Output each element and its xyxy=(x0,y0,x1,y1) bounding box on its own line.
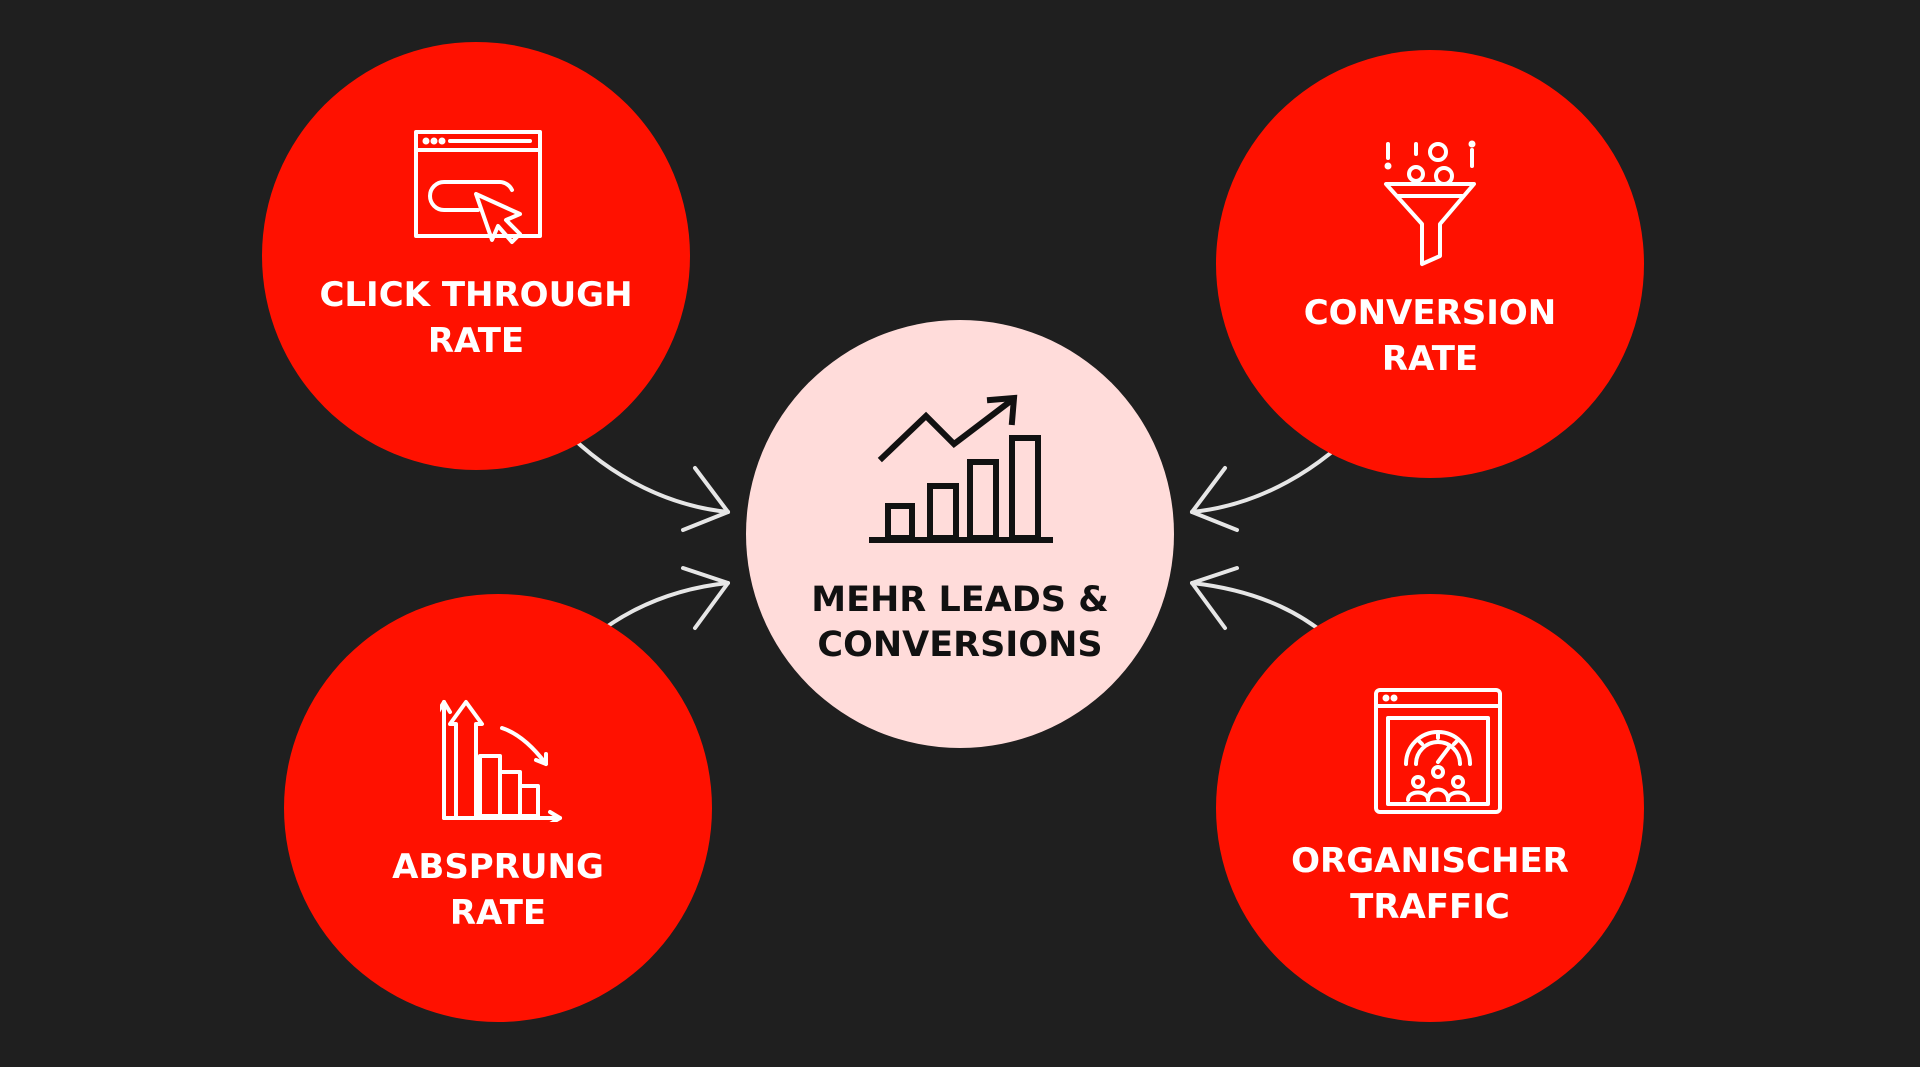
node-center-goal: MEHR LEADS & CONVERSIONS xyxy=(746,320,1174,748)
funnel-icon xyxy=(1382,140,1478,268)
click-through-label-line2: RATE xyxy=(427,321,525,361)
traffic-dashboard-icon xyxy=(1374,688,1502,816)
node-conversion-rate: CONVERSION RATE xyxy=(1216,50,1644,478)
click-through-label-line1: CLICK THROUGH xyxy=(319,275,633,315)
traffic-label-line1: ORGANISCHER xyxy=(1291,841,1569,881)
center-label-line1: MEHR LEADS & xyxy=(811,580,1109,620)
conversion-label-line2: RATE xyxy=(1381,339,1479,379)
traffic-label-line2: TRAFFIC xyxy=(1350,887,1510,927)
node-click-through-rate: CLICK THROUGH RATE xyxy=(262,42,690,470)
absprung-label-line1: ABSPRUNG xyxy=(392,847,604,887)
declining-chart-icon xyxy=(440,698,564,822)
absprung-label-line2: RATE xyxy=(449,893,547,933)
node-absprung-rate: ABSPRUNG RATE xyxy=(284,594,712,1022)
browser-click-icon xyxy=(414,130,542,258)
growth-chart-icon xyxy=(868,394,1054,548)
conversion-label-line1: CONVERSION xyxy=(1303,293,1557,333)
center-label-line2: CONVERSIONS xyxy=(817,625,1103,665)
node-organischer-traffic: ORGANISCHER TRAFFIC xyxy=(1216,594,1644,1022)
